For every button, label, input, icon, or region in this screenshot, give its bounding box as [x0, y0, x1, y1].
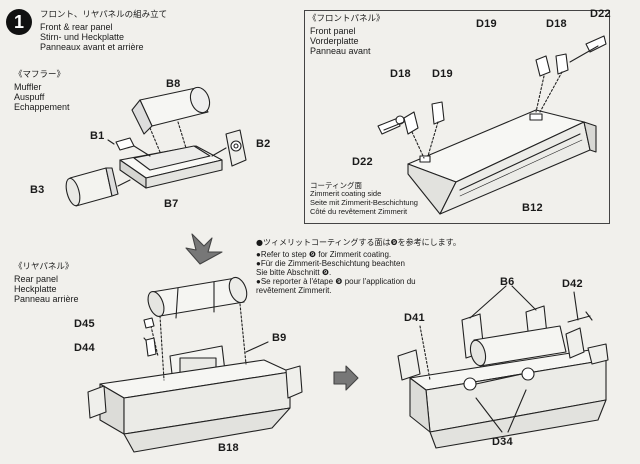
right-arrow-icon	[333, 365, 359, 391]
coating-label-jp: コーティング面	[310, 181, 363, 190]
step-title-jp: フロント、リヤパネルの組み立て	[40, 10, 168, 20]
rear-panel-drawing	[87, 276, 303, 453]
note-en: ●Refer to step ❾ for Zimmerit coating.	[256, 250, 392, 259]
rear-panel-label-fr: Panneau arrière	[14, 294, 79, 304]
part-label-d22-left: D22	[352, 156, 373, 168]
part-label-d19-top: D19	[476, 18, 497, 30]
step-number-badge: 1	[6, 9, 32, 35]
note-de-line2: Sie bitte Abschnitt ❾.	[256, 268, 332, 277]
rear-panel-label-jp: 《リヤパネル》	[14, 262, 74, 272]
front-panel-label-fr: Panneau avant	[310, 46, 371, 56]
muffler-label-jp: 《マフラー》	[14, 70, 66, 80]
step-title-en: Front & rear panel	[40, 22, 113, 32]
part-label-b7: B7	[164, 198, 179, 210]
part-label-b8: B8	[166, 78, 181, 90]
part-label-d41: D41	[404, 312, 425, 324]
note-de-line1: ●Für die Zimmerit-Beschichtung beachten	[256, 259, 405, 268]
part-label-d22-top: D22	[590, 8, 611, 20]
part-label-d45: D45	[74, 318, 95, 330]
part-label-b1: B1	[90, 130, 105, 142]
coating-label-en: Zimmerit coating side	[310, 189, 382, 198]
front-panel-box	[304, 10, 610, 224]
muffler-label-en: Muffler	[14, 82, 42, 92]
step-title-de: Stirn- und Heckplatte	[40, 32, 125, 42]
coating-label-de: Seite mit Zimmerit-Beschichtung	[310, 198, 418, 207]
rear-panel-label-de: Heckplatte	[14, 284, 57, 294]
part-label-d34: D34	[492, 436, 513, 448]
muffler-label-fr: Echappement	[14, 102, 70, 112]
coating-label-fr: Côté du revêtement Zimmerit	[310, 207, 408, 216]
muffler-label-de: Auspuff	[14, 92, 45, 102]
part-label-b2: B2	[256, 138, 271, 150]
final-assembly-drawing	[397, 285, 609, 449]
note-jp: ●ツィメリットコーティングする面は❾を参考にします。	[256, 238, 461, 247]
step-title-fr: Panneaux avant et arrière	[40, 42, 144, 52]
note-fr-line2: revêtement Zimmerit.	[256, 286, 332, 295]
part-label-b9: B9	[272, 332, 287, 344]
note-fr-line1: ●Se reporter à l'étape ❾ pour l'applicat…	[256, 277, 416, 286]
part-label-d18-top: D18	[546, 18, 567, 30]
part-label-b3: B3	[30, 184, 45, 196]
front-panel-label-de: Vorderplatte	[310, 36, 359, 46]
part-label-b6: B6	[500, 276, 515, 288]
front-panel-label-en: Front panel	[310, 26, 356, 36]
part-label-d44: D44	[74, 342, 95, 354]
part-label-b18: B18	[218, 442, 239, 454]
muffler-assembly-drawing	[65, 86, 247, 207]
front-panel-drawing	[377, 35, 607, 215]
part-label-d42: D42	[562, 278, 583, 290]
part-label-d19-left: D19	[432, 68, 453, 80]
part-label-d18-left: D18	[390, 68, 411, 80]
part-label-b12: B12	[522, 202, 543, 214]
down-arrow-icon	[185, 233, 223, 265]
rear-panel-label-en: Rear panel	[14, 274, 59, 284]
front-panel-label-jp: 《フロントパネル》	[308, 14, 385, 24]
